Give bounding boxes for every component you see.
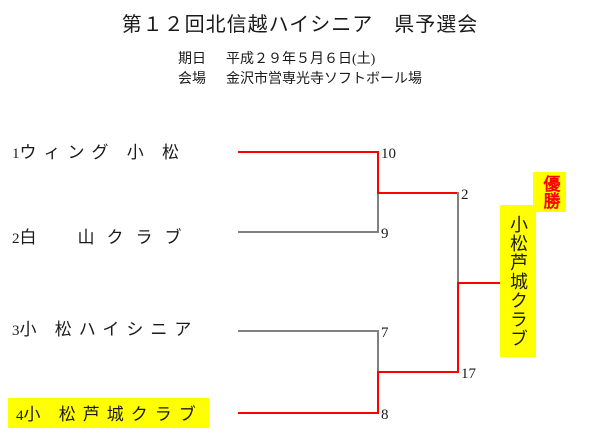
team-entry-3: 3小 松ハイシニア: [12, 315, 198, 340]
event-venue-label: 会場: [178, 72, 206, 87]
score-semifinal1-top: 10: [381, 146, 396, 162]
team-entry-4: 4小 松芦城クラブ: [8, 398, 209, 428]
bracket-connector-lower-winner: [377, 371, 379, 414]
bracket-connector-final-winner: [457, 282, 459, 373]
score-final-bottom: 17: [461, 366, 476, 382]
score-semifinal2-top: 7: [381, 325, 389, 341]
team-seed-2: 2: [12, 231, 20, 247]
champion-badge-label: 優勝: [540, 175, 560, 209]
team-seed-1: 1: [12, 146, 20, 162]
team-name-4: 小 松芦城クラブ: [23, 405, 203, 424]
bracket-connector-upper-winner: [377, 151, 379, 194]
page-title: 第１２回北信越ハイシニア 県予選会: [121, 14, 479, 36]
score-semifinal1-bottom: 9: [381, 226, 389, 242]
champion-badge: 優勝: [533, 172, 566, 212]
bracket-line-team1: [238, 151, 378, 153]
event-date-row: 期日 平成２９年５月６日(土): [178, 50, 422, 70]
bracket-line-team3: [238, 330, 378, 332]
event-info: 期日 平成２９年５月６日(土) 会場 金沢市営専光寺ソフトボール場: [178, 50, 422, 90]
bracket-line-team4: [238, 412, 378, 414]
team-name-2: 白 山クラブ: [19, 228, 194, 247]
team-entry-1: 1ウィング 小 松: [12, 138, 186, 163]
bracket-line-semifinal1-advance: [377, 192, 458, 194]
event-date-value: 平成２９年５月６日(土): [226, 52, 376, 67]
score-final-top: 2: [461, 187, 469, 203]
bracket-line-semifinal2-advance: [377, 371, 458, 373]
bracket-line-team2: [238, 231, 378, 233]
score-semifinal2-bottom: 8: [381, 407, 389, 423]
event-venue-row: 会場 金沢市営専光寺ソフトボール場: [178, 70, 422, 90]
bracket-line-champion-advance: [457, 282, 501, 284]
team-name-1: ウィング 小 松: [19, 143, 186, 162]
champion-box: 小松芦城クラブ: [500, 205, 536, 357]
bracket-connector-upper-loser: [377, 194, 379, 233]
team-name-3: 小 松ハイシニア: [19, 320, 199, 339]
champion-name: 小松芦城クラブ: [508, 214, 528, 348]
bracket-connector-lower-loser: [377, 330, 379, 373]
event-date-label: 期日: [178, 52, 206, 67]
bracket-connector-final-loser: [457, 192, 459, 283]
team-seed-4: 4: [16, 408, 24, 424]
event-venue-value: 金沢市営専光寺ソフトボール場: [226, 72, 422, 87]
team-entry-2: 2白 山クラブ: [12, 223, 194, 248]
team-seed-3: 3: [12, 323, 20, 339]
